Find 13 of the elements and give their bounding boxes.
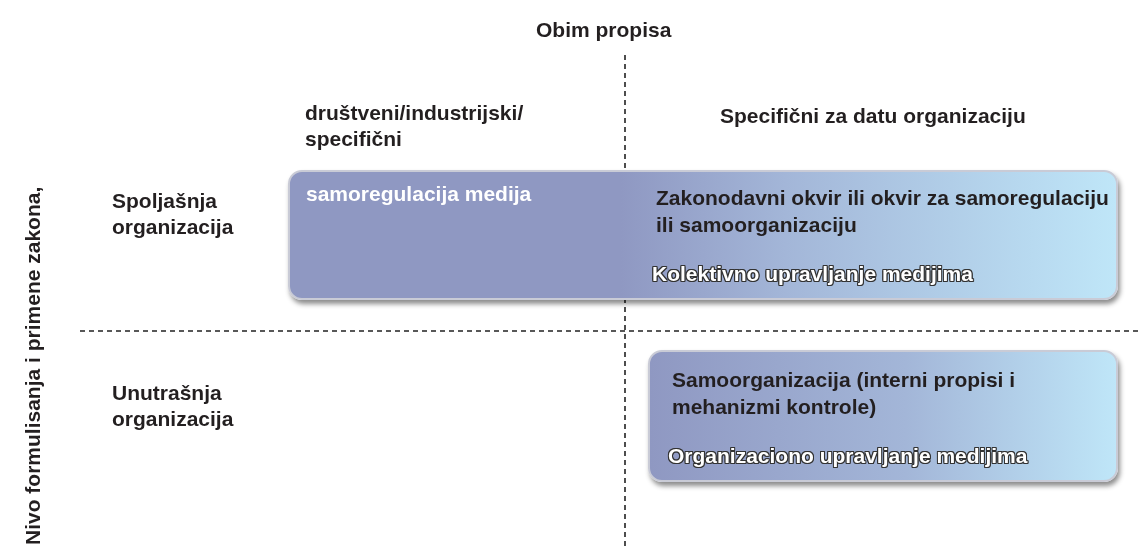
row-heading: Unutrašnja organizacija <box>112 380 235 433</box>
node-subtitle: Kolektivno upravljanje medijima <box>652 261 974 287</box>
node-heading: Samoorganizacija (interni propisi i mehanizmi kontrole) <box>672 367 1017 421</box>
node-subtitle: Organizaciono upravljanje medijima <box>668 443 1029 469</box>
column-heading: Specifični za datu organizaciju <box>720 103 1027 129</box>
column-heading: društveni/industrijski/ specifični <box>305 100 525 153</box>
rounded-box <box>288 170 1118 300</box>
node-text: samoregulacija medija <box>306 181 533 207</box>
node-heading: Zakonodavni okvir ili okvir za samoregulaciju ili samoorganizaciju <box>656 185 1110 239</box>
rounded-box <box>648 350 1118 482</box>
axis-title: Nivo formulisanja i primene zakona, <box>20 186 45 545</box>
row-heading: Spoljašnja organizacija <box>112 188 235 241</box>
axis-title: Obim propisa <box>536 17 673 43</box>
